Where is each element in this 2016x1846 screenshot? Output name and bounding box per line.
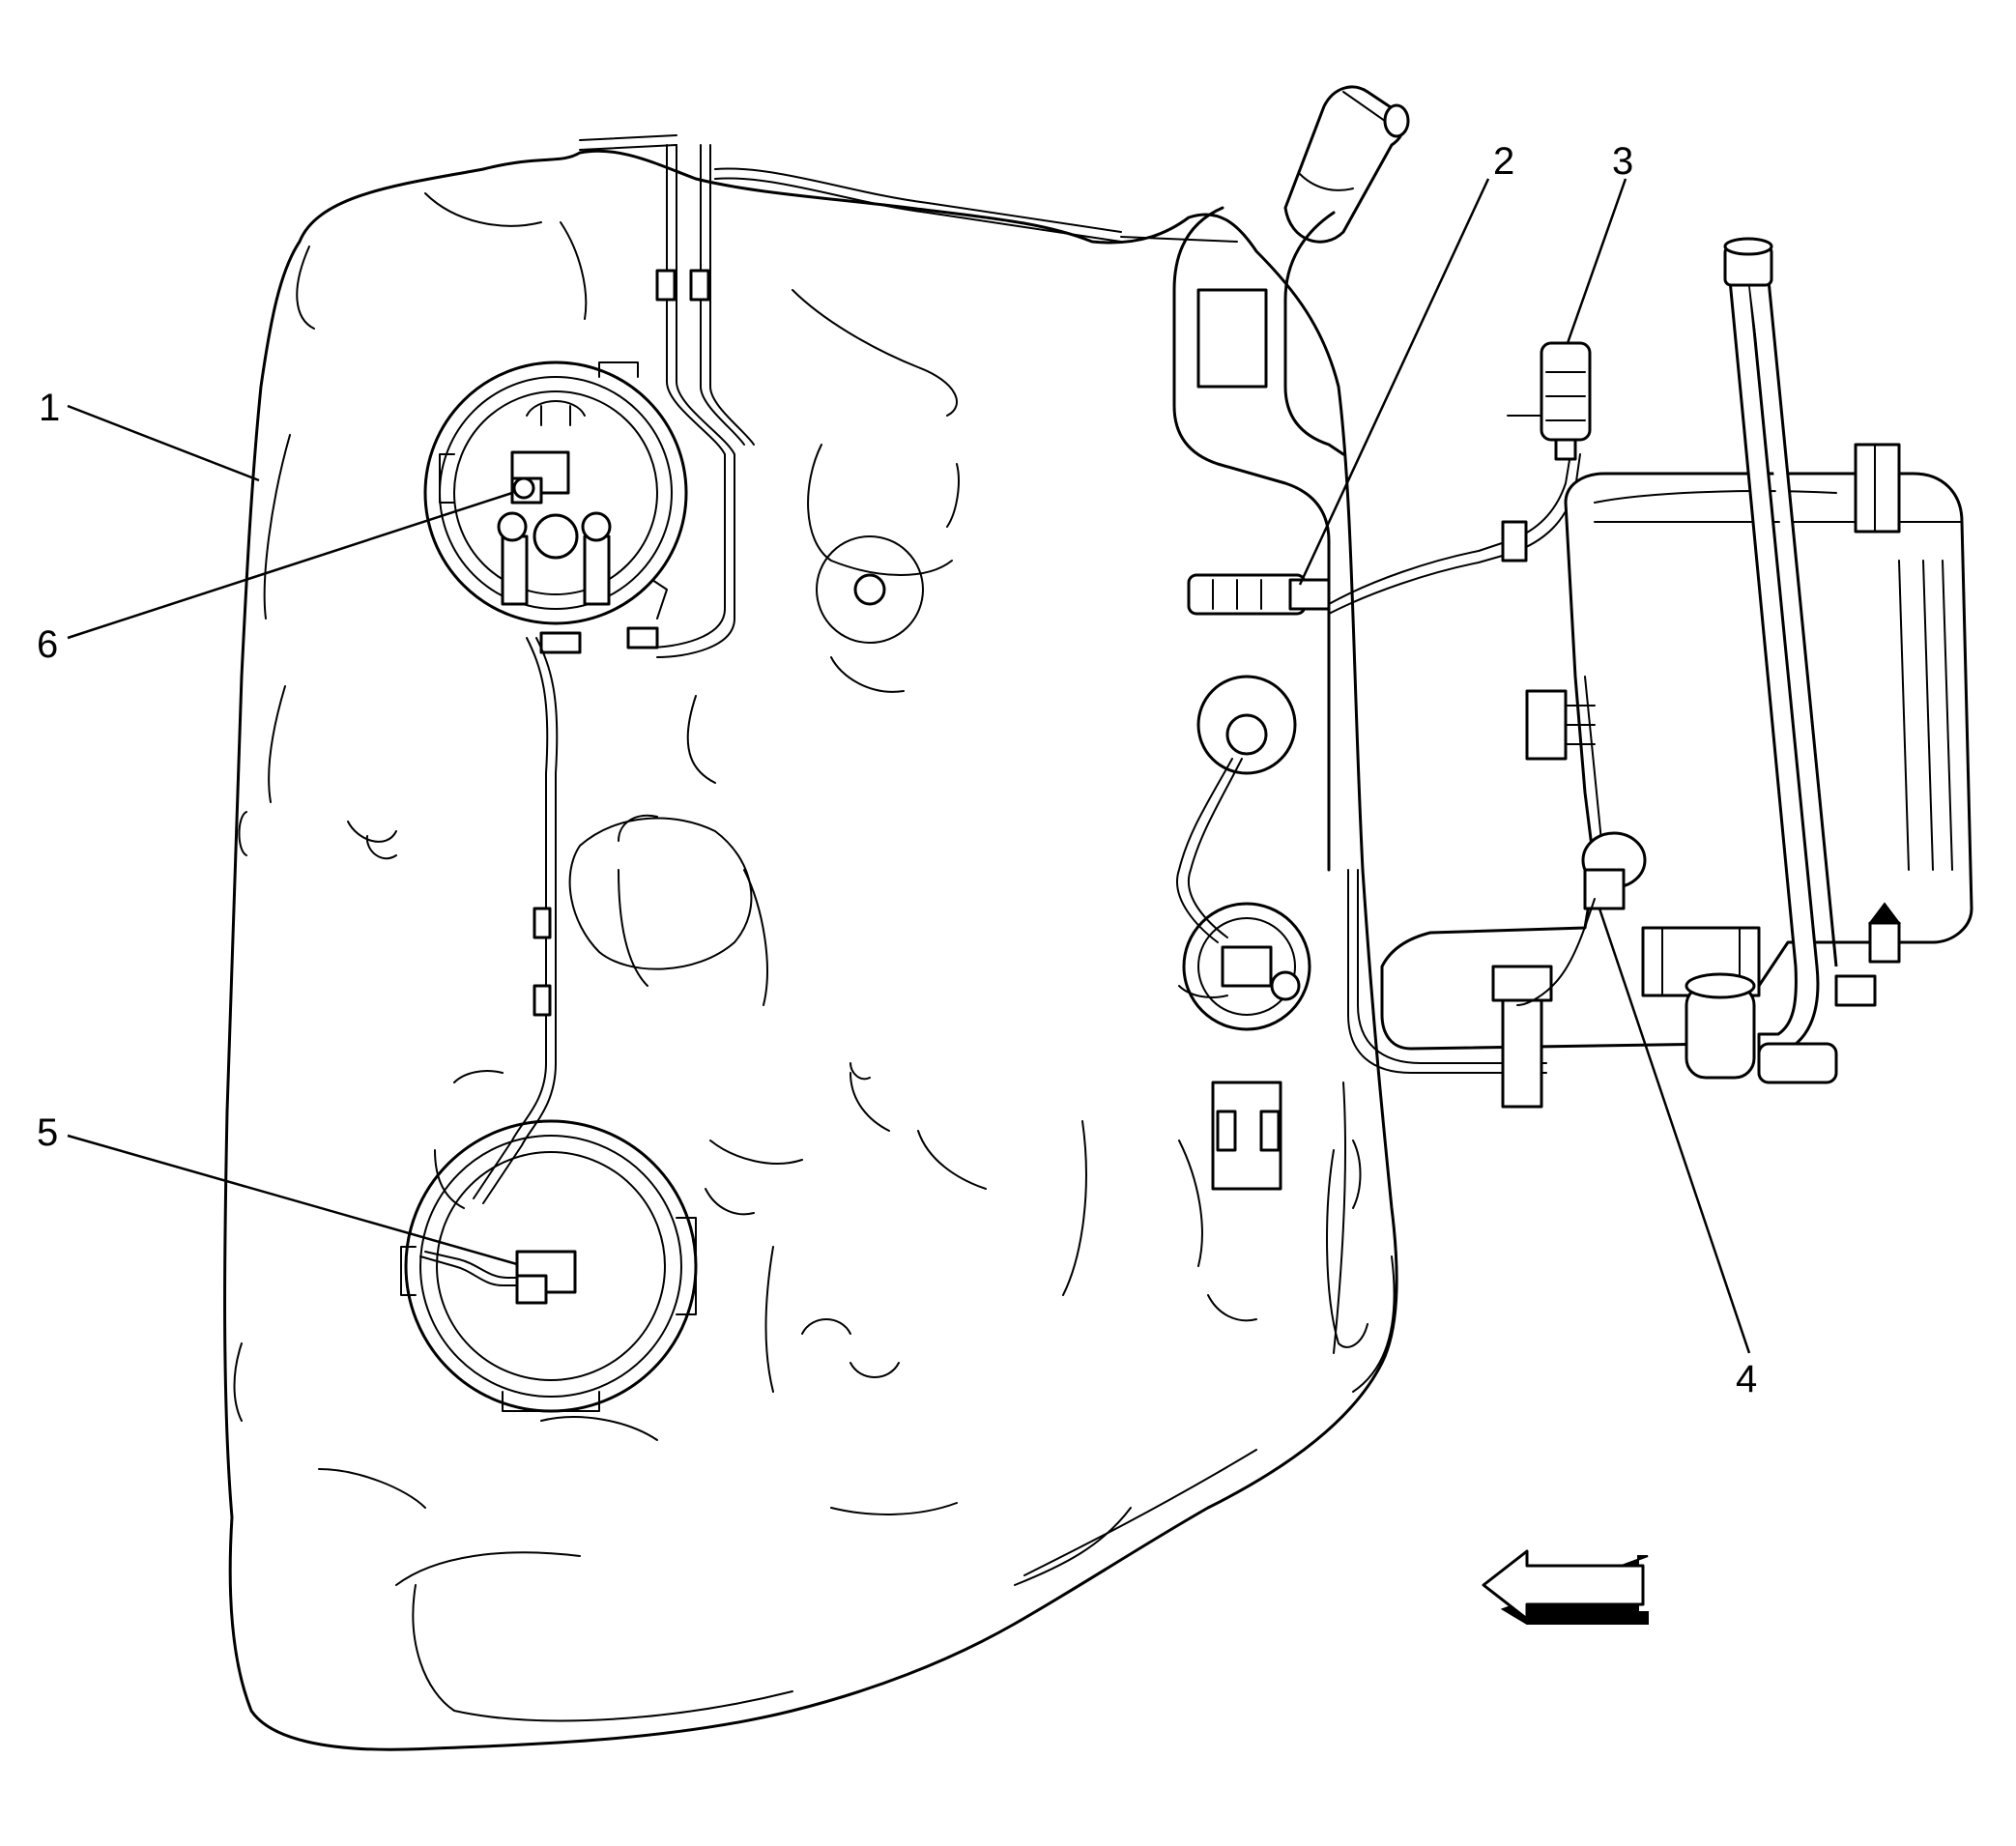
left-arrow-icon: [1482, 1549, 1649, 1625]
fuel-lines-top: [579, 134, 1238, 658]
canister-vent-tube: [1723, 237, 1838, 1055]
evap-vent-harness: [1172, 206, 1547, 1074]
harness-clip: [533, 907, 552, 939]
callout-5: 5: [37, 1111, 58, 1154]
connector-2: [1187, 573, 1331, 616]
harness-clip: [533, 984, 552, 1017]
evap-canister: [1380, 443, 1973, 1051]
filler-neck: [1283, 85, 1410, 244]
callout-leaders: [67, 178, 1751, 1354]
callout-3: 3: [1612, 140, 1633, 183]
fuel-sender-module-lower: [400, 1119, 698, 1413]
callout-1: 1: [39, 387, 60, 429]
callout-4: 4: [1736, 1358, 1757, 1400]
sender-ports: [816, 535, 1311, 1191]
fuel-pump-module-top: [423, 361, 688, 654]
callout-2: 2: [1493, 140, 1514, 183]
pressure-sensor-4: [1516, 831, 1647, 1006]
fuel-tank: [223, 149, 1398, 1751]
connector-3: [1507, 341, 1592, 461]
callout-6: 6: [37, 623, 58, 666]
canister-fittings: [1491, 902, 1901, 1109]
callout-labels: 1 2 3 4 5 6: [37, 140, 1757, 1400]
canister-harness: [1328, 453, 1581, 615]
